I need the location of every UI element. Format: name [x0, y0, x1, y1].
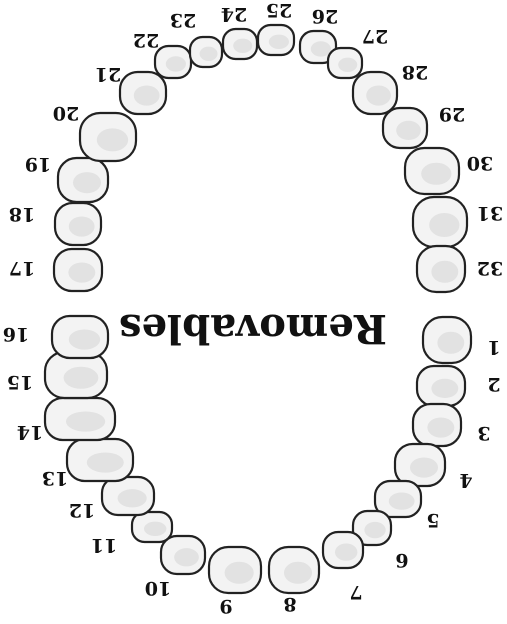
tooth-shading — [431, 261, 458, 283]
tooth-number-23: 23 — [170, 9, 196, 31]
tooth-16[interactable] — [52, 316, 108, 358]
tooth-9[interactable] — [209, 547, 261, 593]
tooth-32[interactable] — [417, 246, 465, 292]
tooth-shading — [233, 39, 252, 53]
tooth-number-7: 7 — [349, 581, 362, 603]
tooth-11[interactable] — [132, 512, 172, 542]
tooth-28[interactable] — [353, 72, 397, 114]
tooth-25[interactable] — [258, 25, 294, 55]
tooth-number-5: 5 — [426, 509, 439, 531]
tooth-number-18: 18 — [9, 203, 35, 225]
tooth-10[interactable] — [161, 536, 205, 574]
tooth-shading — [335, 544, 357, 561]
tooth-number-31: 31 — [477, 202, 503, 224]
tooth-number-8: 8 — [283, 593, 296, 615]
tooth-number-20: 20 — [53, 102, 79, 124]
tooth-24[interactable] — [223, 29, 257, 59]
tooth-shading — [69, 216, 95, 236]
tooth-number-4: 4 — [459, 469, 472, 491]
tooth-17[interactable] — [54, 249, 102, 291]
tooth-shading — [431, 379, 458, 398]
tooth-number-21: 21 — [95, 63, 121, 85]
tooth-shading — [437, 332, 464, 354]
tooth-20[interactable] — [80, 113, 136, 161]
tooth-shading — [269, 35, 289, 49]
tooth-shading — [66, 411, 105, 431]
tooth-shading — [69, 329, 100, 349]
tooth-shading — [338, 58, 357, 72]
tooth-4[interactable] — [395, 444, 445, 486]
tooth-shading — [421, 163, 451, 185]
tooth-30[interactable] — [405, 148, 459, 194]
tooth-12[interactable] — [102, 477, 154, 515]
tooth-number-29: 29 — [439, 103, 465, 125]
tooth-13[interactable] — [67, 439, 133, 481]
tooth-shading — [311, 41, 331, 56]
tooth-shading — [166, 56, 186, 71]
tooth-shading — [396, 121, 421, 140]
tooth-shading — [427, 417, 454, 437]
tooth-number-3: 3 — [477, 422, 490, 444]
tooth-3[interactable] — [413, 404, 461, 446]
tooth-number-10: 10 — [145, 577, 171, 599]
tooth-shading — [200, 47, 218, 61]
tooth-number-1: 1 — [487, 336, 500, 358]
tooth-number-12: 12 — [69, 499, 95, 521]
tooth-7[interactable] — [323, 532, 363, 568]
tooth-shading — [97, 128, 128, 151]
tooth-shading — [87, 452, 124, 472]
tooth-2[interactable] — [417, 366, 465, 406]
tooth-19[interactable] — [58, 158, 108, 202]
tooth-shading — [118, 489, 147, 507]
tooth-shading — [174, 548, 199, 566]
tooth-number-22: 22 — [133, 29, 159, 51]
tooth-number-26: 26 — [312, 5, 338, 27]
tooth-shading — [144, 522, 166, 536]
tooth-number-17: 17 — [9, 257, 35, 279]
tooth-23[interactable] — [190, 37, 222, 67]
tooth-number-24: 24 — [221, 3, 247, 25]
tooth-18[interactable] — [55, 203, 101, 245]
tooth-number-16: 16 — [3, 323, 29, 345]
tooth-shading — [410, 457, 438, 477]
tooth-22[interactable] — [155, 46, 191, 78]
tooth-shading — [366, 85, 391, 105]
tooth-31[interactable] — [413, 197, 467, 247]
tooth-number-32: 32 — [477, 257, 503, 279]
tooth-number-19: 19 — [25, 153, 51, 175]
tooth-shading — [64, 367, 99, 389]
tooth-shading — [225, 562, 254, 584]
tooth-number-6: 6 — [395, 549, 408, 571]
tooth-8[interactable] — [269, 547, 319, 593]
tooth-number-28: 28 — [402, 61, 428, 83]
tooth-number-14: 14 — [17, 421, 43, 443]
tooth-shading — [364, 522, 385, 538]
tooth-number-30: 30 — [467, 152, 493, 174]
tooth-shading — [429, 213, 459, 237]
tooth-shading — [73, 172, 101, 193]
tooth-shading — [68, 262, 95, 282]
tooth-1[interactable] — [423, 317, 471, 363]
tooth-number-15: 15 — [7, 371, 33, 393]
tooth-number-11: 11 — [91, 534, 117, 556]
tooth-27[interactable] — [328, 48, 362, 78]
tooth-21[interactable] — [120, 72, 166, 114]
tooth-number-25: 25 — [266, 0, 292, 21]
tooth-number-9: 9 — [219, 595, 232, 617]
tooth-shading — [134, 85, 160, 105]
chart-title: Removables — [119, 305, 387, 352]
tooth-number-27: 27 — [362, 25, 388, 47]
tooth-number-13: 13 — [42, 467, 68, 489]
tooth-number-2: 2 — [487, 373, 500, 395]
tooth-14[interactable] — [45, 398, 115, 440]
tooth-29[interactable] — [383, 108, 427, 148]
tooth-shading — [389, 493, 415, 510]
tooth-shading — [284, 562, 312, 584]
